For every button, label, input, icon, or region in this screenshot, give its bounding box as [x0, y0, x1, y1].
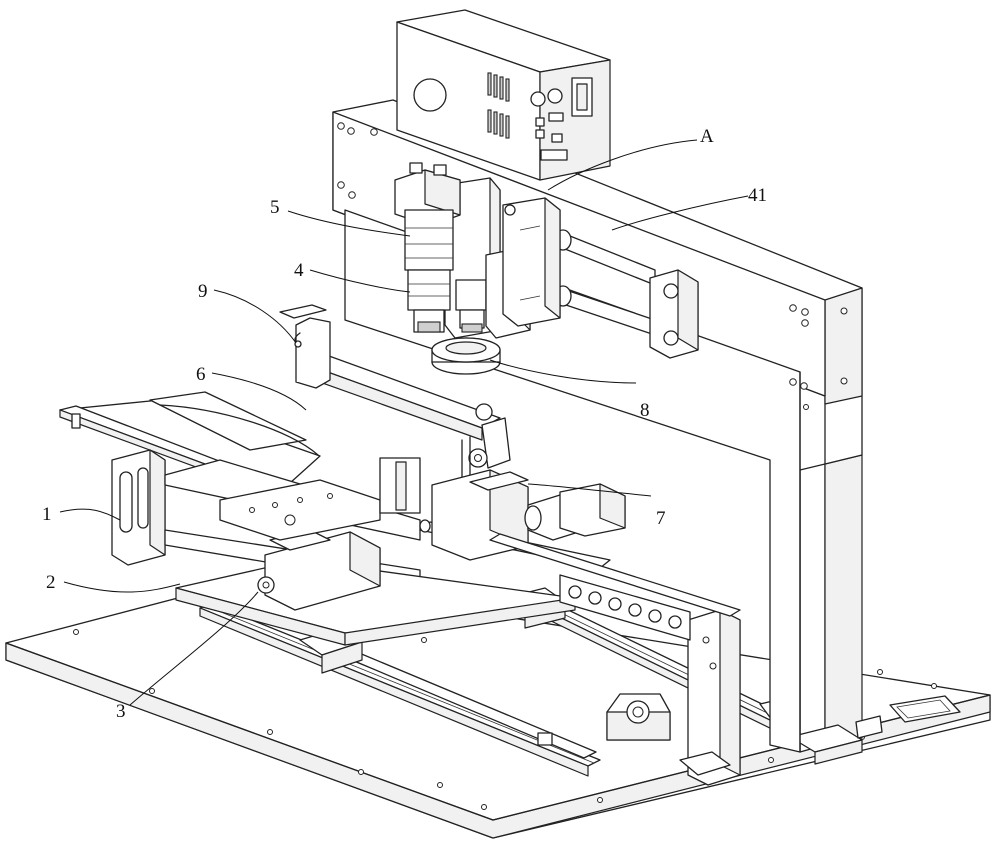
- callout-9: 9: [198, 281, 208, 302]
- vent-slots: [487, 72, 510, 139]
- callout-8: 8: [640, 400, 650, 421]
- leader-lines: [59, 139, 749, 706]
- callout-2: 2: [46, 572, 56, 593]
- horizontal-cylinder: [554, 229, 699, 359]
- xy-stage: [175, 457, 741, 646]
- callout-5: 5: [270, 197, 280, 218]
- cable-chain: [559, 574, 691, 641]
- callout-4: 4: [294, 260, 304, 281]
- callout-1: 1: [42, 504, 52, 525]
- right-frame: [679, 454, 883, 786]
- callout-6: 6: [196, 364, 206, 385]
- control-box: [396, 9, 611, 181]
- callout-A: A: [700, 126, 714, 147]
- pillow-block: [606, 693, 671, 741]
- callout-41: 41: [748, 185, 767, 206]
- press-beam: [279, 304, 511, 479]
- callout-7: 7: [656, 508, 666, 529]
- camera-assembly: [394, 162, 561, 375]
- callout-3: 3: [116, 701, 126, 722]
- callout-labels: A 41 5 4 9 6 8 7 1 2 3: [42, 126, 767, 722]
